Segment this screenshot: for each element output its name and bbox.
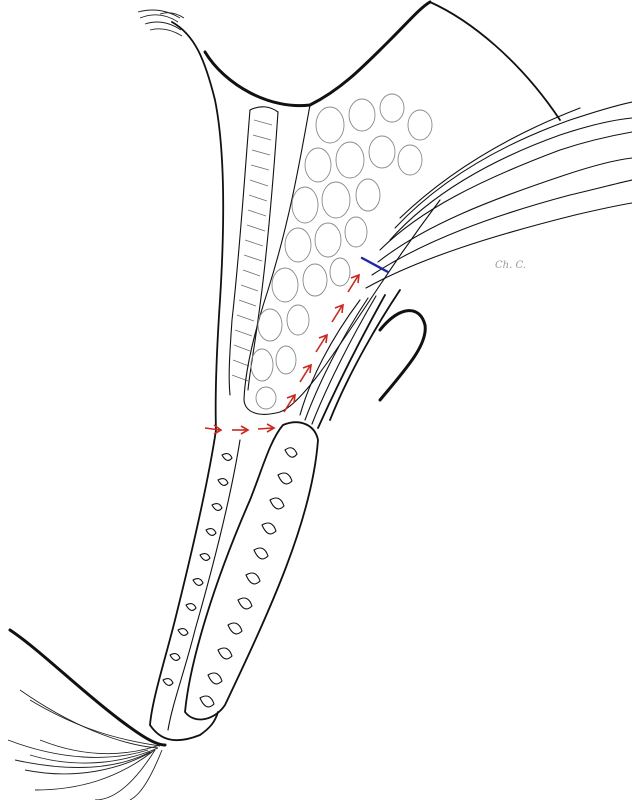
dissection-path-arrows	[205, 275, 359, 434]
arrow-6	[316, 335, 327, 352]
orbital-septum-top	[205, 2, 430, 106]
conjunctival-fold	[380, 311, 425, 400]
arrow-5	[300, 365, 311, 382]
lid-margin	[150, 712, 218, 740]
arrow-7	[332, 305, 343, 322]
arrow-3	[258, 424, 274, 432]
tarsal-plate	[185, 422, 318, 719]
orbital-fat-pad	[244, 94, 440, 414]
pretarsal-orbicularis	[150, 430, 240, 730]
levator-muscle	[300, 2, 632, 428]
arrow-2	[232, 426, 248, 434]
artist-signature: Ch. C.	[495, 260, 526, 271]
eyelashes	[8, 690, 162, 800]
brow-hairs	[138, 10, 184, 36]
skin-contour-upper	[172, 22, 223, 430]
incision-mark	[362, 258, 388, 272]
arrow-1	[205, 425, 221, 434]
orbicularis-muscle-upper	[229, 107, 278, 395]
